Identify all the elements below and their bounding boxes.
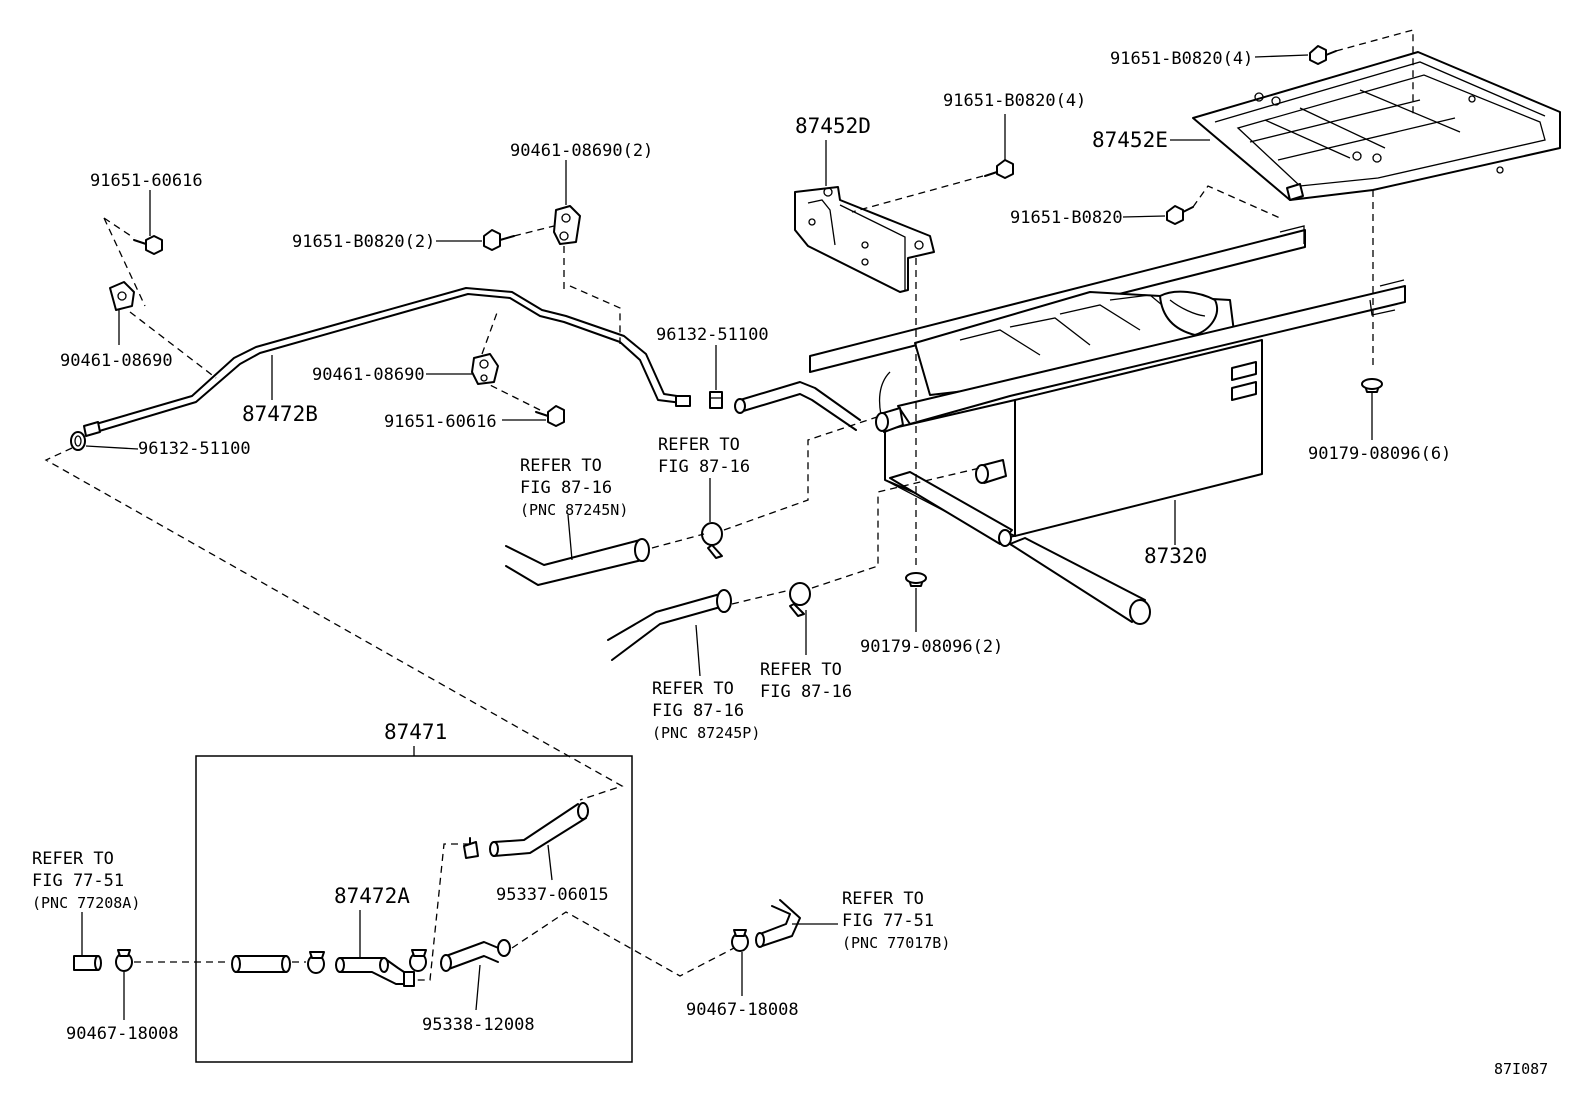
label-87471: 87471 [384,720,447,744]
label-90461-08690-2: 90461-08690(2) [510,141,653,161]
svg-text:FIG 77-51: FIG 77-51 [32,871,124,891]
label-91651-60616-mid: 91651-60616 [384,412,497,432]
bolt-icon[interactable] [1309,45,1337,65]
label-91651-b0820-2: 91651-B0820(2) [292,232,435,252]
reference-fig-87-16-b: REFER TO FIG 87-16 [760,660,852,702]
label-87452d: 87452D [795,114,871,138]
label-96132-51100-left: 96132-51100 [138,439,251,459]
svg-text:REFER TO: REFER TO [658,435,740,455]
label-87320: 87320 [1144,544,1207,568]
reference-fig-87-16-a: REFER TO FIG 87-16 [658,435,750,477]
label-91651-b0820-4-top: 91651-B0820(4) [1110,49,1253,69]
label-87452e: 87452E [1092,128,1168,152]
svg-text:FIG 87-16: FIG 87-16 [760,682,852,702]
svg-text:REFER TO: REFER TO [32,849,114,869]
label-87472b: 87472B [242,402,318,426]
svg-text:(PNC 87245P): (PNC 87245P) [652,724,760,742]
hose-upper[interactable] [734,381,861,431]
bracket-87452d[interactable] [794,186,935,293]
cooling-unit-87320[interactable] [809,225,1406,625]
kit-box-87471 [195,755,633,1063]
clip-icon[interactable] [1361,378,1383,393]
svg-text:FIG 87-16: FIG 87-16 [658,457,750,477]
svg-text:(PNC 77208A): (PNC 77208A) [32,894,140,912]
label-90461-08690-mid: 90461-08690 [312,365,425,385]
svg-text:REFER TO: REFER TO [842,889,924,909]
label-91651-b0820-4-mid: 91651-B0820(4) [943,91,1086,111]
label-95337-06015: 95337-06015 [496,885,609,905]
svg-text:REFER TO: REFER TO [760,660,842,680]
hose-95338[interactable] [440,939,511,972]
label-90467-18008-left: 90467-18008 [66,1024,179,1044]
reference-77017b: REFER TO FIG 77-51 (PNC 77017B) [842,889,950,952]
reference-87245p: REFER TO FIG 87-16 (PNC 87245P) [652,679,760,742]
clip-icon[interactable] [553,205,581,245]
clip-icon[interactable] [109,281,135,311]
clamp-icon[interactable] [70,431,86,451]
svg-text:REFER TO: REFER TO [652,679,734,699]
label-96132-51100-mid: 96132-51100 [656,325,769,345]
hose-short[interactable] [231,955,291,973]
pipe-87472b[interactable] [83,287,691,437]
pipe-87472a[interactable] [335,957,415,987]
label-91651-b0820-right: 91651-B0820 [1010,208,1123,228]
bolt-icon[interactable] [1166,205,1194,225]
svg-text:(PNC 77017B): (PNC 77017B) [842,934,950,952]
diagram-code: 87I087 [1494,1060,1548,1078]
label-95338-12008: 95338-12008 [422,1015,535,1035]
clamp-icon[interactable] [307,951,325,974]
clamp-icon[interactable] [789,582,811,617]
reference-77208a: REFER TO FIG 77-51 (PNC 77208A) [32,849,140,912]
bracket-87452e[interactable] [1192,51,1561,201]
label-90467-18008-right: 90467-18008 [686,1000,799,1020]
svg-text:REFER TO: REFER TO [520,456,602,476]
label-90179-08096-2: 90179-08096(2) [860,637,1003,657]
clip-icon[interactable] [905,572,927,587]
bolt-icon[interactable] [133,235,163,255]
label-90461-08690-left: 90461-08690 [60,351,173,371]
bolt-icon[interactable] [984,159,1014,179]
clip-icon[interactable] [471,353,499,385]
hose-87245p[interactable] [607,589,732,661]
svg-text:FIG 87-16: FIG 87-16 [652,701,744,721]
clamp-icon[interactable] [115,949,133,972]
label-87472a: 87472A [334,884,410,908]
svg-text:FIG 77-51: FIG 77-51 [842,911,934,931]
clamp-icon[interactable] [701,522,723,559]
clamp-icon[interactable] [463,837,479,859]
clamp-icon[interactable] [709,391,723,409]
hose-87245n[interactable] [505,538,650,586]
pipe-77017b[interactable] [755,899,801,948]
pipe-end[interactable] [73,955,102,971]
clamp-icon[interactable] [409,949,427,972]
bolt-icon[interactable] [483,229,515,251]
hose-95337[interactable] [489,802,589,857]
svg-text:FIG 87-16: FIG 87-16 [520,478,612,498]
reference-87245n: REFER TO FIG 87-16 (PNC 87245N) [520,456,628,519]
label-90179-08096-6: 90179-08096(6) [1308,444,1451,464]
label-91651-60616-left: 91651-60616 [90,171,203,191]
clamp-icon[interactable] [731,929,749,952]
svg-text:(PNC 87245N): (PNC 87245N) [520,501,628,519]
bolt-icon[interactable] [535,405,565,427]
